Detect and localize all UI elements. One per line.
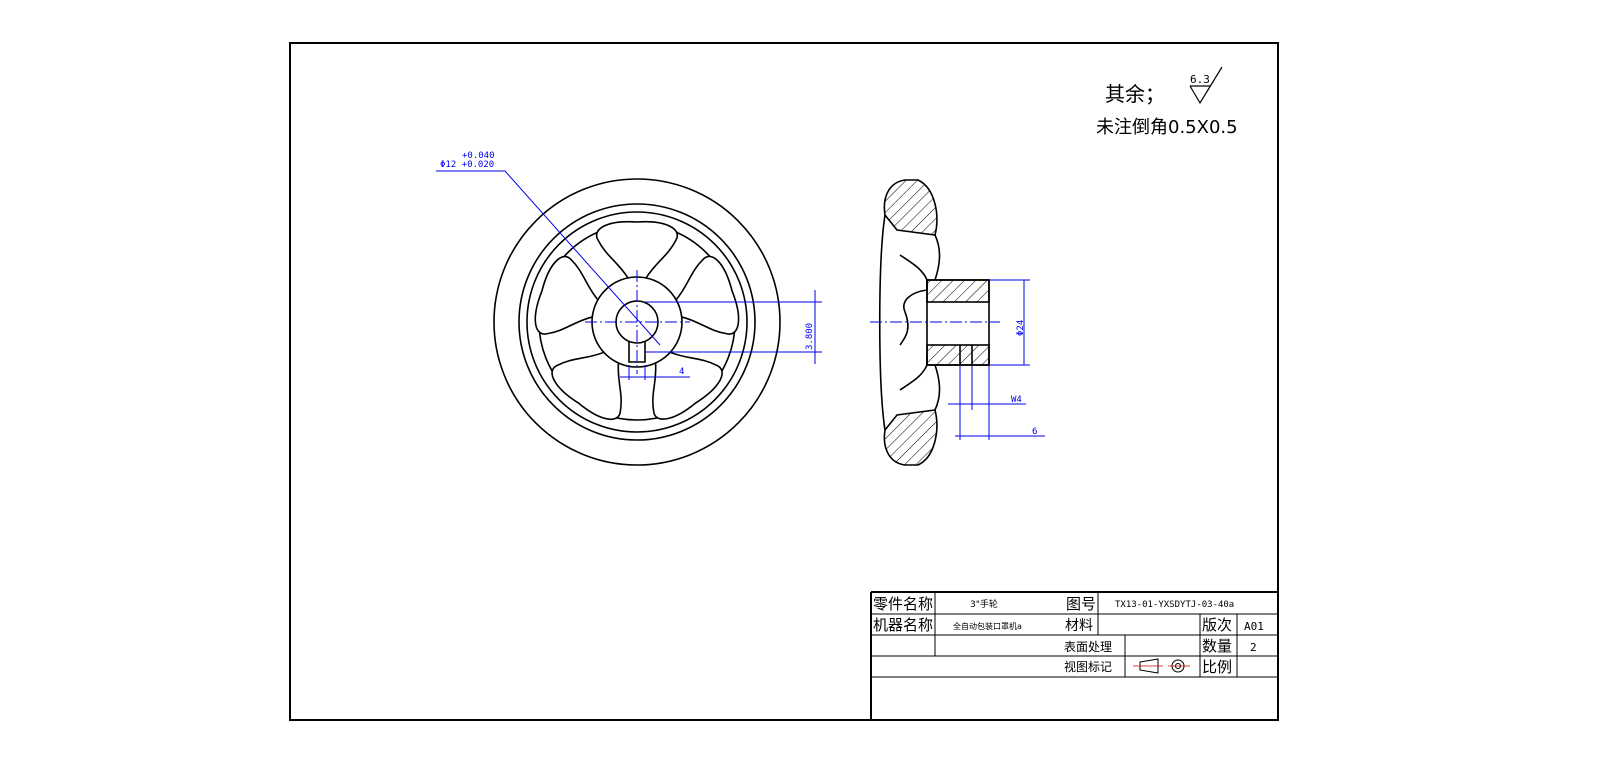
section-dimension-lines xyxy=(948,279,1045,440)
title-block xyxy=(870,591,1278,720)
handwheel-front-view xyxy=(493,178,781,466)
quantity-value: 2 xyxy=(1250,641,1257,654)
front-dimension-lines xyxy=(436,170,822,380)
material-label: 材料 xyxy=(1065,618,1093,634)
projection-symbol-icon xyxy=(1133,658,1190,674)
view-mark-label: 视图标记 xyxy=(1064,659,1112,674)
bore-diameter-dim: Φ12 +0.020 xyxy=(440,160,494,170)
drawing-no-label: 图号 xyxy=(1066,595,1096,613)
quantity-label: 数量 xyxy=(1202,637,1232,655)
drawing-border xyxy=(289,42,1279,721)
front-centerlines xyxy=(585,270,690,374)
key-height-dim: 3.800 xyxy=(805,323,815,350)
bore-tolerance-upper: +0.040 xyxy=(462,151,495,161)
part-name-label: 零件名称 xyxy=(873,595,933,613)
roughness-symbol-icon xyxy=(1189,66,1223,105)
key-width-dim: 4 xyxy=(679,367,684,377)
surface-treatment-label: 表面处理 xyxy=(1064,640,1112,654)
version-label: 版次 xyxy=(1202,616,1232,634)
keyway-width-dim: W4 xyxy=(1011,395,1022,405)
scale-label: 比例 xyxy=(1202,658,1232,676)
roughness-value: 6.3 xyxy=(1190,73,1210,86)
version-value: A01 xyxy=(1244,620,1264,633)
chamfer-note: 未注倒角0.5X0.5 xyxy=(1096,117,1238,138)
hub-diameter-dim: Φ24 xyxy=(1016,320,1026,336)
machine-name-label: 机器名称 xyxy=(873,616,933,634)
machine-name-value: 全自动包装口罩机a xyxy=(953,621,1022,631)
roughness-note-label: 其余； xyxy=(1105,82,1165,106)
part-name-value: 3"手轮 xyxy=(970,598,998,610)
keyway-depth-dim: 6 xyxy=(1032,427,1037,437)
drawing-no-value: TX13-01-YXSDYTJ-03-40a xyxy=(1115,600,1234,610)
